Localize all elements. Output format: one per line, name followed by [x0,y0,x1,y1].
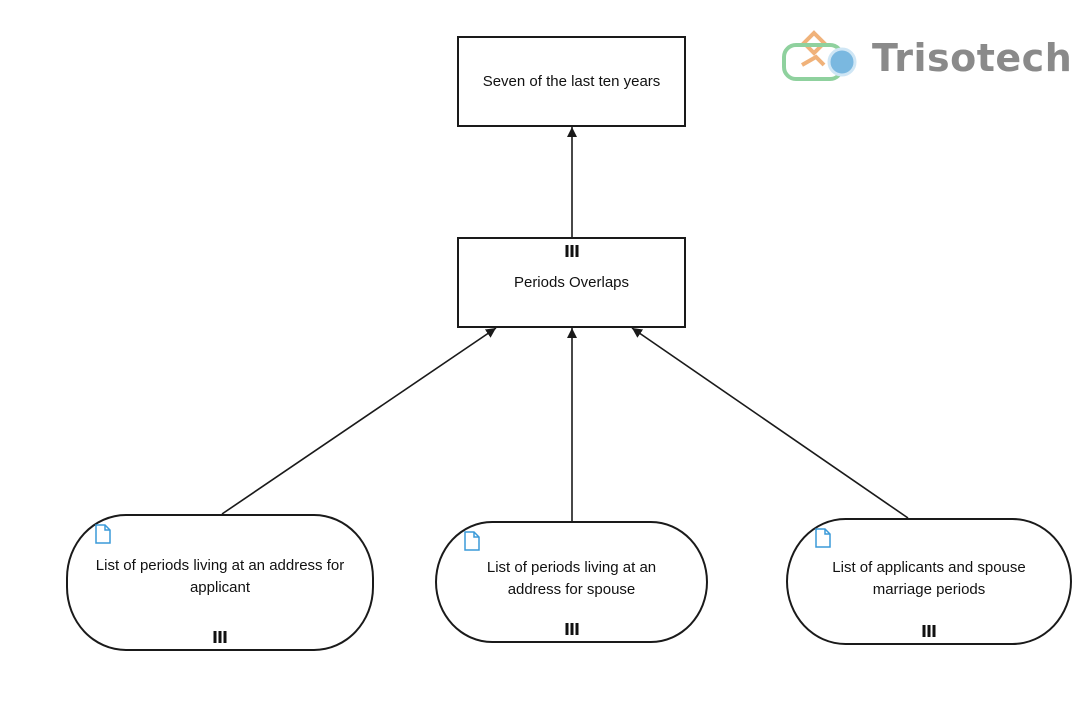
input-data-applicant-address-periods[interactable]: List of periods living at an address for… [66,514,374,651]
decision-label: Periods Overlaps [513,273,630,291]
trisotech-logo: Trisotech [780,28,1072,88]
decision-seven-of-ten[interactable]: Seven of the last ten years [457,36,686,127]
edge-applicant-address-to-periods-overlaps [221,327,497,515]
input-data-label: List of periods living at an address for… [486,559,657,598]
input-data-label: List of applicants and spouse marriage p… [832,558,1026,598]
logo-wordmark: Trisotech [872,36,1073,80]
edge-marriage-periods-to-periods-overlaps [631,327,909,519]
collection-icon [213,631,227,643]
decision-label: Seven of the last ten years [482,72,661,90]
decision-periods-overlaps[interactable]: Periods Overlaps [457,237,686,328]
input-data-marriage-periods[interactable]: List of applicants and spouse marriage p… [786,518,1072,645]
collection-icon [922,625,936,637]
document-icon [815,528,831,548]
document-icon [95,524,111,544]
document-icon [464,531,480,551]
collection-icon [565,245,578,257]
collection-icon [565,623,578,635]
input-data-label: List of periods living at an address for… [95,556,345,596]
logo-mark-icon [782,30,857,81]
input-data-spouse-address-periods[interactable]: List of periods living at an address for… [435,521,708,643]
